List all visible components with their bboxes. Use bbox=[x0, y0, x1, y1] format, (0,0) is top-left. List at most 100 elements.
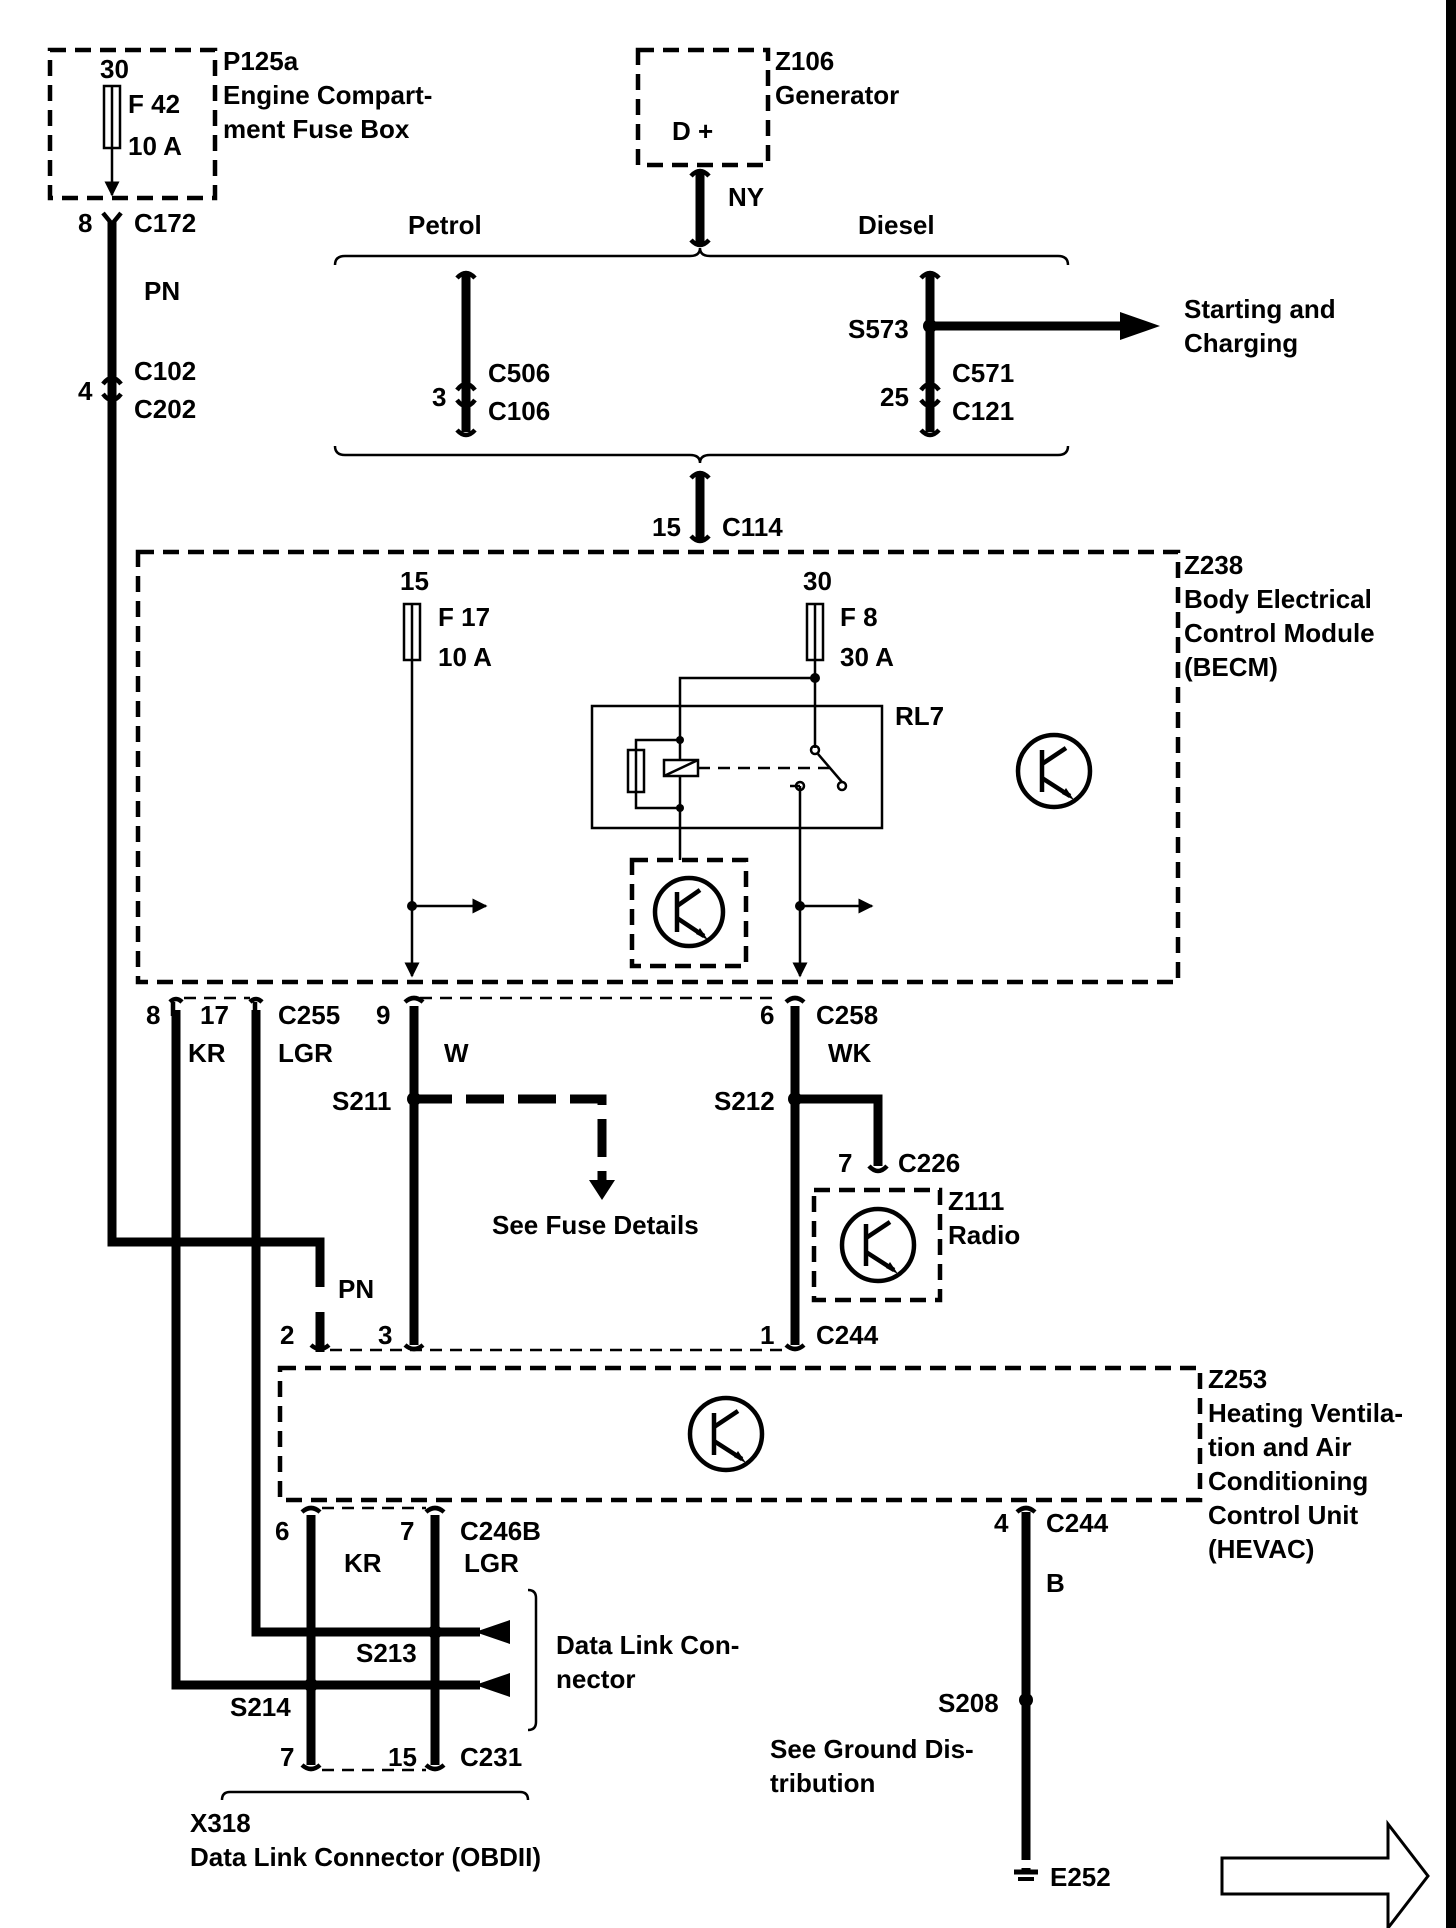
kr-wire-label: KR bbox=[188, 1038, 226, 1068]
kr-wire bbox=[171, 1010, 315, 1690]
hevac-name-4: Control Unit bbox=[1208, 1500, 1359, 1530]
generator-terminal: D + bbox=[672, 116, 713, 146]
becm-id: Z238 bbox=[1184, 550, 1243, 580]
c258-pin: 6 bbox=[760, 1000, 774, 1030]
kr-wire-label-2: KR bbox=[344, 1548, 382, 1578]
c246b-label: C246B bbox=[460, 1516, 541, 1546]
f8-label: F 8 bbox=[840, 602, 878, 632]
f17-label: F 17 bbox=[438, 602, 490, 632]
f8-rating: 30 A bbox=[840, 642, 894, 672]
see-ground-2: tribution bbox=[770, 1768, 875, 1798]
c244b-label: C244 bbox=[1046, 1508, 1109, 1538]
hevac-name-2: tion and Air bbox=[1208, 1432, 1351, 1462]
dlc-name: Data Link Connector (OBDII) bbox=[190, 1842, 541, 1872]
fuse-rating: 10 A bbox=[128, 131, 182, 161]
relay-icon bbox=[590, 704, 884, 830]
pn-wire bbox=[107, 222, 315, 1247]
c172-pin: 8 bbox=[78, 208, 92, 238]
c114-label: C114 bbox=[722, 512, 783, 542]
transistor-icon bbox=[687, 1395, 765, 1473]
dlc-id: X318 bbox=[190, 1808, 251, 1838]
s214-label: S214 bbox=[230, 1692, 291, 1722]
fuse-box-terminal: 30 bbox=[100, 54, 129, 84]
c231-label: C231 bbox=[460, 1742, 522, 1772]
c244-label: C244 bbox=[816, 1320, 879, 1350]
becm-name-1: Body Electrical bbox=[1184, 584, 1372, 614]
lgr-wire-label: LGR bbox=[278, 1038, 333, 1068]
e252-label: E252 bbox=[1050, 1862, 1111, 1892]
c226-pin: 7 bbox=[838, 1148, 852, 1178]
hevac-name-1: Heating Ventila- bbox=[1208, 1398, 1403, 1428]
w-wire-label: W bbox=[444, 1038, 469, 1068]
generator-id: Z106 bbox=[775, 46, 834, 76]
c255-pin9: 9 bbox=[376, 1000, 390, 1030]
transistor-icon bbox=[1015, 732, 1093, 810]
radio-name: Radio bbox=[948, 1220, 1020, 1250]
pn-wire-label-2: PN bbox=[338, 1274, 374, 1304]
c244-pin3: 3 bbox=[378, 1320, 392, 1350]
b-wire-label: B bbox=[1046, 1568, 1065, 1598]
c102-label: C102 bbox=[134, 356, 196, 386]
fuse-box-id: P125a bbox=[223, 46, 299, 76]
s208-label: S208 bbox=[938, 1688, 999, 1718]
ny-wire-label: NY bbox=[728, 182, 764, 212]
c246b-pin7: 7 bbox=[400, 1516, 414, 1546]
dlc-side-label-2: nector bbox=[556, 1664, 635, 1694]
s212-label: S212 bbox=[714, 1086, 775, 1116]
radio-Z111: Z111 Radio bbox=[811, 1186, 1020, 1303]
c571-pin: 25 bbox=[880, 382, 909, 412]
radio-id: Z111 bbox=[948, 1186, 1004, 1216]
becm-name-3: (BECM) bbox=[1184, 652, 1278, 682]
c246b-pin6: 6 bbox=[275, 1516, 289, 1546]
becm-name-2: Control Module bbox=[1184, 618, 1375, 648]
lgr-wire bbox=[251, 1010, 315, 1637]
c255-label: C255 bbox=[278, 1000, 340, 1030]
c244-pin2: 2 bbox=[280, 1320, 294, 1350]
diesel-label: Diesel bbox=[858, 210, 935, 240]
dlc-side-label-1: Data Link Con- bbox=[556, 1630, 739, 1660]
fuse-box-name-1: Engine Compart- bbox=[223, 80, 432, 110]
c244-pin1: 1 bbox=[760, 1320, 774, 1350]
c102-pin: 4 bbox=[78, 376, 93, 406]
fuse-box-name-2: ment Fuse Box bbox=[223, 114, 410, 144]
becm-Z238: Z238 Body Electrical Control Module (BEC… bbox=[135, 549, 1375, 985]
s213-splice bbox=[428, 1625, 442, 1639]
hevac-name-3: Conditioning bbox=[1208, 1466, 1368, 1496]
c231-pin7: 7 bbox=[280, 1742, 294, 1772]
f17-terminal: 15 bbox=[400, 566, 429, 596]
pn-wire-label: PN bbox=[144, 276, 180, 306]
fuse-box-P125a: 30 F 42 10 A P125a Engine Compart- ment … bbox=[47, 46, 432, 201]
c231-pin15: 15 bbox=[388, 1742, 417, 1772]
transistor-icon bbox=[652, 875, 726, 949]
scan-edge bbox=[1446, 0, 1456, 1928]
arrow-right-icon bbox=[1120, 312, 1160, 340]
c571-label: C571 bbox=[952, 358, 1014, 388]
c506-label: C506 bbox=[488, 358, 550, 388]
c226-label: C226 bbox=[898, 1148, 960, 1178]
lgr-wire-label-2: LGR bbox=[464, 1548, 519, 1578]
c202-label: C202 bbox=[134, 394, 196, 424]
generator-name: Generator bbox=[775, 80, 899, 110]
s213-label: S213 bbox=[356, 1638, 417, 1668]
f17-rating: 10 A bbox=[438, 642, 492, 672]
c258-label: C258 bbox=[816, 1000, 878, 1030]
petrol-label: Petrol bbox=[408, 210, 482, 240]
c172-label: C172 bbox=[134, 208, 196, 238]
s573-label: S573 bbox=[848, 314, 909, 344]
c255-pin17: 17 bbox=[200, 1000, 229, 1030]
s214-splice bbox=[304, 1678, 318, 1692]
s211-label: S211 bbox=[332, 1086, 391, 1116]
c255-pin8: 8 bbox=[146, 1000, 160, 1030]
hevac-Z253: Z253 Heating Ventila- tion and Air Condi… bbox=[277, 1364, 1403, 1564]
relay-label: RL7 bbox=[895, 701, 944, 731]
transistor-icon bbox=[839, 1206, 917, 1284]
next-page-arrow-icon[interactable] bbox=[1220, 1819, 1430, 1928]
starting-label: Starting and bbox=[1184, 294, 1336, 324]
c114-pin: 15 bbox=[652, 512, 681, 542]
c506-pin: 3 bbox=[432, 382, 446, 412]
c244b-pin: 4 bbox=[994, 1508, 1009, 1538]
c121-label: C121 bbox=[952, 396, 1014, 426]
charging-label: Charging bbox=[1184, 328, 1298, 358]
wk-wire-label: WK bbox=[828, 1038, 872, 1068]
